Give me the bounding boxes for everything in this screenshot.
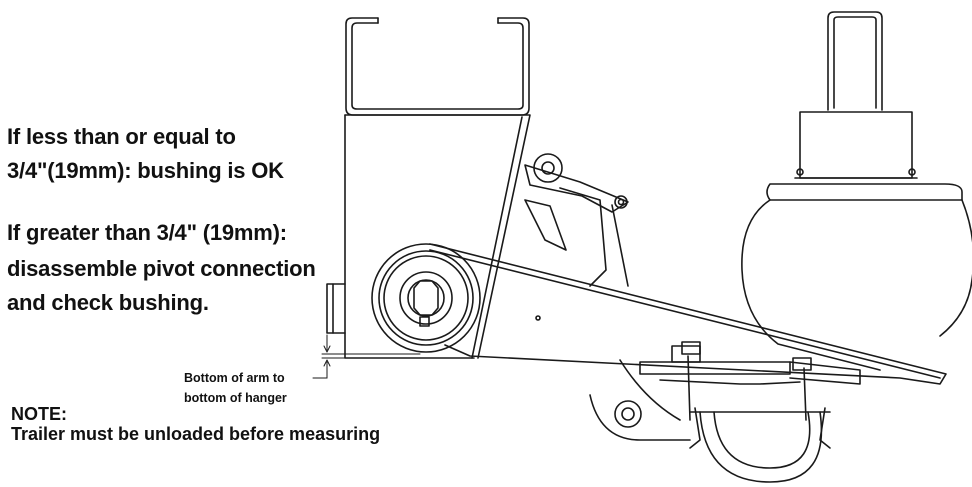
frame-channel-right: [828, 12, 882, 110]
shock-absorber: [525, 154, 628, 286]
fail-condition-line-3: and check bushing.: [7, 290, 209, 315]
lower-bracket: [590, 360, 690, 440]
axle-tube: [690, 408, 830, 482]
measurement-dimension: [313, 335, 420, 378]
note-heading: NOTE:: [11, 404, 67, 424]
measurement-callout-line-1: Bottom of arm to: [184, 371, 285, 385]
frame-channel-left: [346, 18, 529, 115]
ok-condition-line-1: If less than or equal to: [7, 124, 236, 149]
measurement-callout-line-2: bottom of hanger: [184, 391, 287, 405]
fail-condition-line-1: If greater than 3/4" (19mm):: [7, 220, 287, 245]
trailing-arm: [430, 244, 946, 384]
fail-condition-line-2: disassemble pivot connection: [7, 256, 316, 281]
note-text: Trailer must be unloaded before measurin…: [11, 424, 381, 444]
axle-seat: [640, 342, 860, 420]
ok-condition-line-2: 3/4"(19mm): bushing is OK: [7, 158, 284, 183]
pivot-bushing: [372, 244, 480, 352]
air-spring: [742, 112, 972, 370]
